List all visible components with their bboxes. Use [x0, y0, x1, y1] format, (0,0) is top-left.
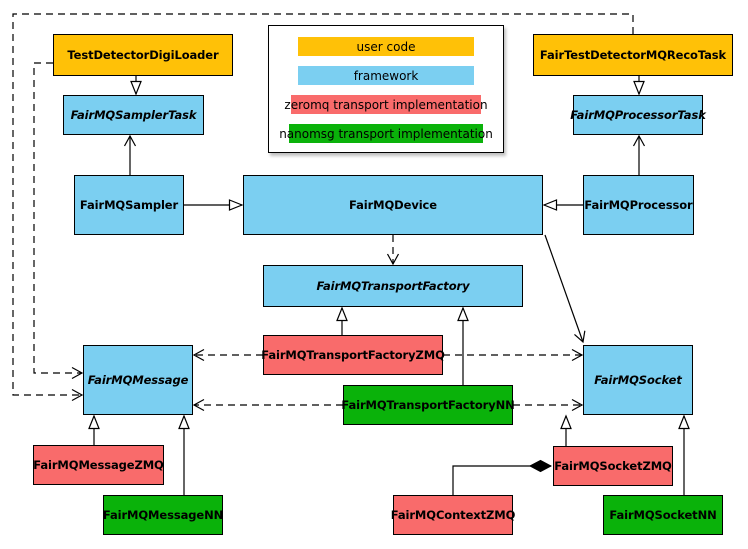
edge-digiloader-to-message	[33, 62, 84, 380]
node-fairmq-processor-task: FairMQProcessorTask	[570, 95, 706, 135]
edge-recotask-to-message	[12, 13, 634, 402]
node-fairmq-context-zmq: FairMQContextZMQ	[391, 495, 515, 535]
legend-item-user-code: user code	[298, 37, 474, 56]
node-fairmq-message-nn: FairMQMessageNN	[103, 495, 223, 535]
node-test-detector-digi-loader: TestDetectorDigiLoader	[53, 34, 233, 76]
legend: user code framework zeromq transport imp…	[268, 25, 504, 153]
node-fairmq-message: FairMQMessage	[83, 345, 193, 415]
node-fairmq-processor: FairMQProcessor	[583, 175, 694, 235]
node-fair-test-detector-mq-reco-task: FairTestDetectorMQRecoTask	[533, 34, 733, 76]
edge-contextzmq-to-socketzmq-composition	[452, 466, 551, 495]
node-fairmq-socket-zmq: FairMQSocketZMQ	[553, 446, 673, 486]
legend-item-nanomsg: nanomsg transport implementation	[279, 124, 493, 143]
legend-item-zeromq: zeromq transport implementation	[284, 95, 488, 114]
edge-device-to-socket	[544, 234, 586, 344]
node-fairmq-transport-factory-nn: FairMQTransportFactoryNN	[341, 385, 515, 425]
node-fairmq-sampler: FairMQSampler	[74, 175, 184, 235]
node-fairmq-socket: FairMQSocket	[583, 345, 693, 415]
node-fairmq-device: FairMQDevice	[243, 175, 543, 235]
node-fairmq-sampler-task: FairMQSamplerTask	[63, 95, 204, 135]
node-fairmq-transport-factory: FairMQTransportFactory	[263, 265, 523, 307]
legend-item-framework: framework	[298, 66, 474, 85]
node-fairmq-message-zmq: FairMQMessageZMQ	[33, 445, 164, 485]
node-fairmq-socket-nn: FairMQSocketNN	[603, 495, 723, 535]
node-fairmq-transport-factory-zmq: FairMQTransportFactoryZMQ	[261, 335, 445, 375]
